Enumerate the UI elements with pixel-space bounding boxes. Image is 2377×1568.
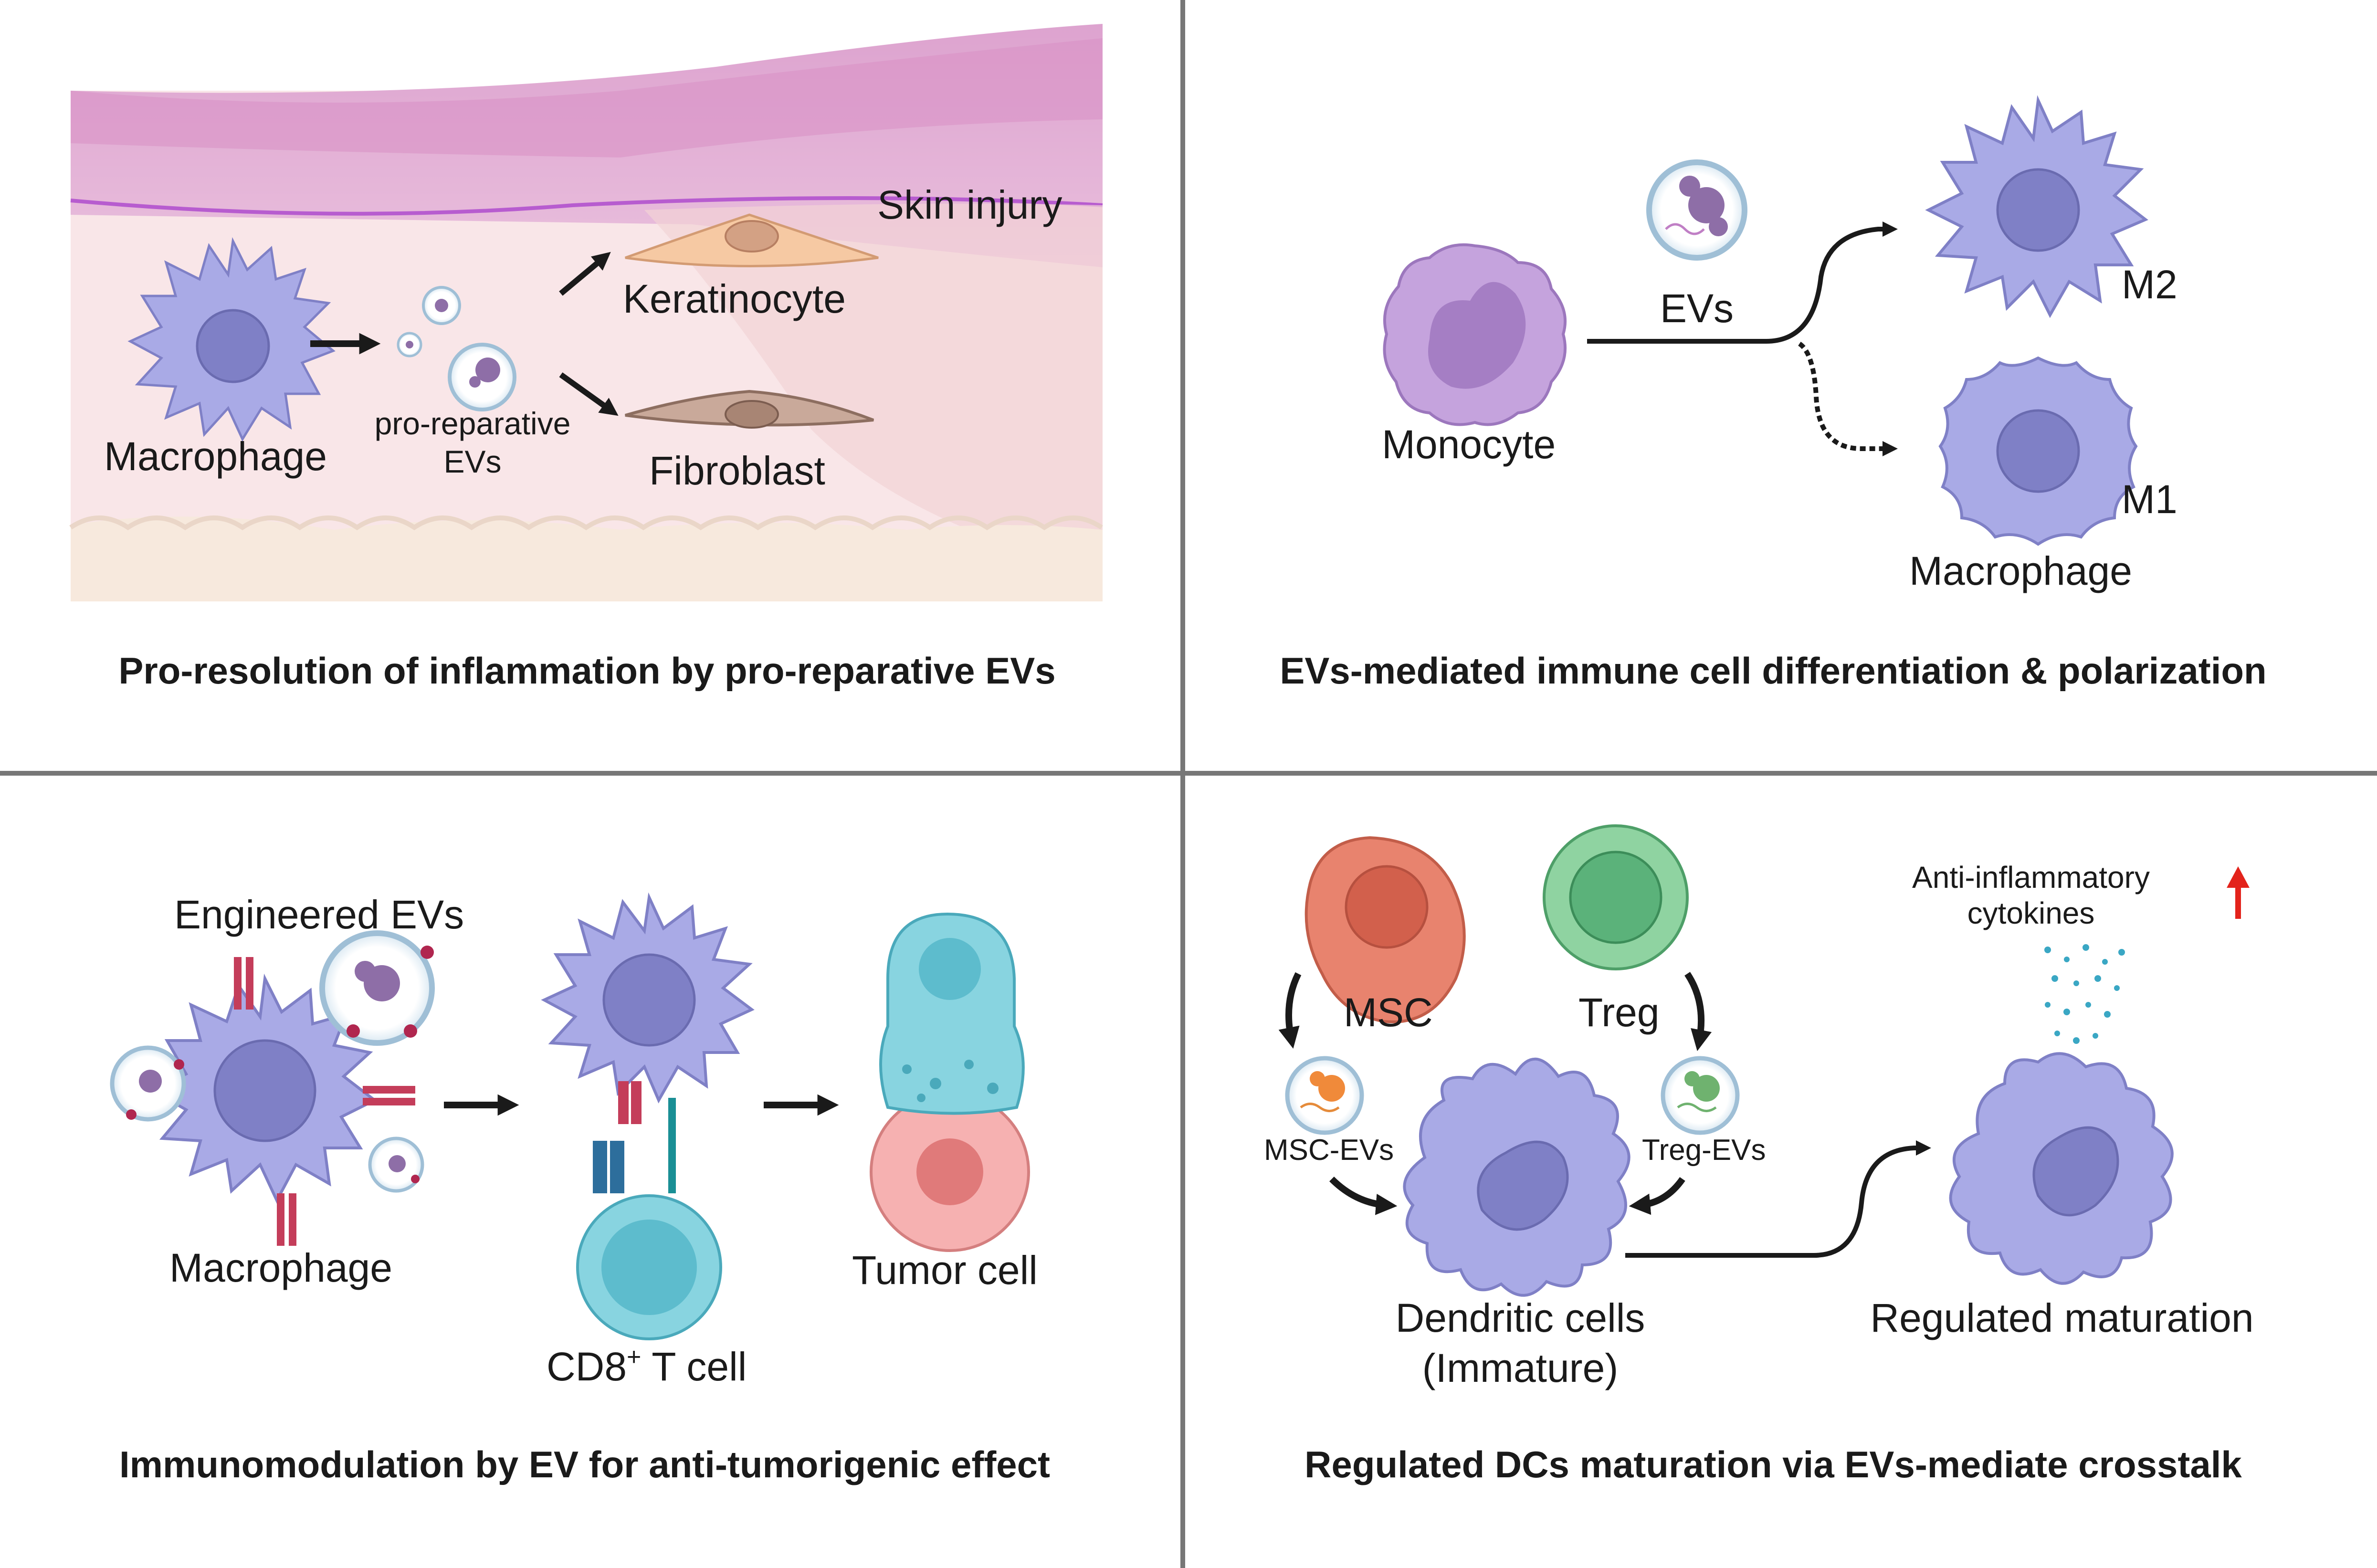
arrow-evs-to-fibroblast: [559, 372, 619, 416]
fibroblast-cell: [625, 389, 874, 429]
ev-small-2: [397, 332, 422, 358]
treg-cell: [1543, 824, 1689, 970]
macrophage-label-bottom: Macrophage: [169, 1245, 392, 1290]
caption-top-left: Pro-resolution of inflammation by pro-re…: [118, 650, 1055, 692]
msc-cell: [1304, 836, 1466, 1023]
treg-label: Treg: [1578, 990, 1660, 1035]
ev-large: [448, 343, 516, 411]
treg-ev: [1661, 1056, 1740, 1135]
macrophage-label-right: Macrophage: [1909, 548, 2132, 593]
anti-inflammatory-label-line1: Anti-inflammatory: [1912, 860, 2150, 894]
arrow-treg-ev-to-dc: [1629, 1177, 1685, 1215]
m1-label: M1: [2122, 477, 2177, 522]
up-arrow-icon: [2227, 866, 2250, 919]
keratinocyte-label: Keratinocyte: [623, 276, 846, 321]
arrow-msc-ev-to-dc: [1329, 1177, 1398, 1215]
keratinocyte-cell: [625, 213, 879, 267]
arrow-msc-down: [1278, 972, 1302, 1049]
cytokine-dots: [2044, 944, 2125, 1044]
m2-macrophage-cell: [1925, 95, 2148, 318]
evs-label: EVs: [1660, 286, 1734, 331]
arrow-evs-to-keratinocyte: [559, 252, 611, 296]
m2-label: M2: [2122, 262, 2177, 307]
macrophage-cell: [127, 237, 336, 442]
msc-evs-label: MSC-EVs: [1264, 1134, 1394, 1167]
treg-evs-label: Treg-EVs: [1642, 1134, 1766, 1167]
pro-reparative-label-line2: EVs: [443, 444, 501, 479]
panel-top-right: Monocyte EVs M2 M1 Macrophage EVs-mediat…: [1280, 95, 2267, 692]
cd8-t-cell: [576, 1194, 722, 1340]
monocyte-cell: [1383, 243, 1567, 426]
caption-bottom-right: Regulated DCs maturation via EVs-mediate…: [1304, 1443, 2242, 1485]
msc-ev: [1285, 1056, 1364, 1135]
m1-macrophage-cell: [1938, 356, 2138, 546]
fibroblast-label: Fibroblast: [649, 448, 825, 493]
tumor-cell-label: Tumor cell: [852, 1248, 1038, 1293]
dendritic-cells-label-line2: (Immature): [1422, 1346, 1619, 1390]
panel-bottom-right: MSC Treg MSC-EVs Treg-EVs: [1264, 824, 2254, 1485]
macrophage-label: Macrophage: [104, 434, 327, 479]
monocyte-label: Monocyte: [1382, 422, 1556, 467]
caption-bottom-left: Immunomodulation by EV for anti-tumorige…: [119, 1443, 1050, 1485]
ev-icon: [1646, 159, 1747, 261]
mature-dendritic-cell: [1949, 1052, 2174, 1285]
engineered-ev-large: [319, 930, 435, 1046]
cd8-superscript: +: [627, 1343, 641, 1371]
regulated-maturation-label: Regulated maturation: [1870, 1295, 2253, 1340]
engineered-macrophage-cell: [149, 973, 378, 1204]
anti-inflammatory-label-line2: cytokines: [1967, 896, 2095, 930]
tcr-mhc-complex: [593, 1081, 676, 1193]
immature-dendritic-cell: [1403, 1057, 1630, 1297]
engineered-ev-small: [368, 1137, 424, 1193]
panel-bottom-left: Engineered EVs Macrophage: [110, 892, 1050, 1485]
engineered-ev-left: [110, 1045, 186, 1122]
cd8-rest-text: T cell: [641, 1344, 747, 1389]
receptor-icon: [234, 957, 415, 1246]
arrow-to-m1-dotted: [1798, 341, 1898, 457]
arrow-treg-down: [1684, 972, 1712, 1052]
engineered-evs-label: Engineered EVs: [174, 892, 464, 937]
arrow-to-regulated-maturation: [1625, 1140, 1932, 1258]
msc-label: MSC: [1344, 990, 1433, 1035]
activated-macrophage-cell: [541, 892, 755, 1104]
panel-top-left: Skin injury Keratinocyte Fibroblast Macr…: [69, 24, 1103, 692]
arrow-to-m2: [1587, 221, 1898, 344]
skin-injury-label: Skin injury: [877, 182, 1062, 227]
cd8-main-text: CD8: [547, 1344, 627, 1389]
skin-illustration: [69, 24, 1103, 601]
ev-small-1: [422, 286, 461, 325]
dendritic-cells-label-line1: Dendritic cells: [1396, 1295, 1645, 1340]
pro-reparative-label-line1: pro-reparative: [375, 406, 571, 441]
tumor-cell: [870, 912, 1030, 1252]
cd8-t-cell-label: CD8+ T cell: [547, 1343, 747, 1389]
caption-top-right: EVs-mediated immune cell differentiation…: [1280, 650, 2266, 692]
